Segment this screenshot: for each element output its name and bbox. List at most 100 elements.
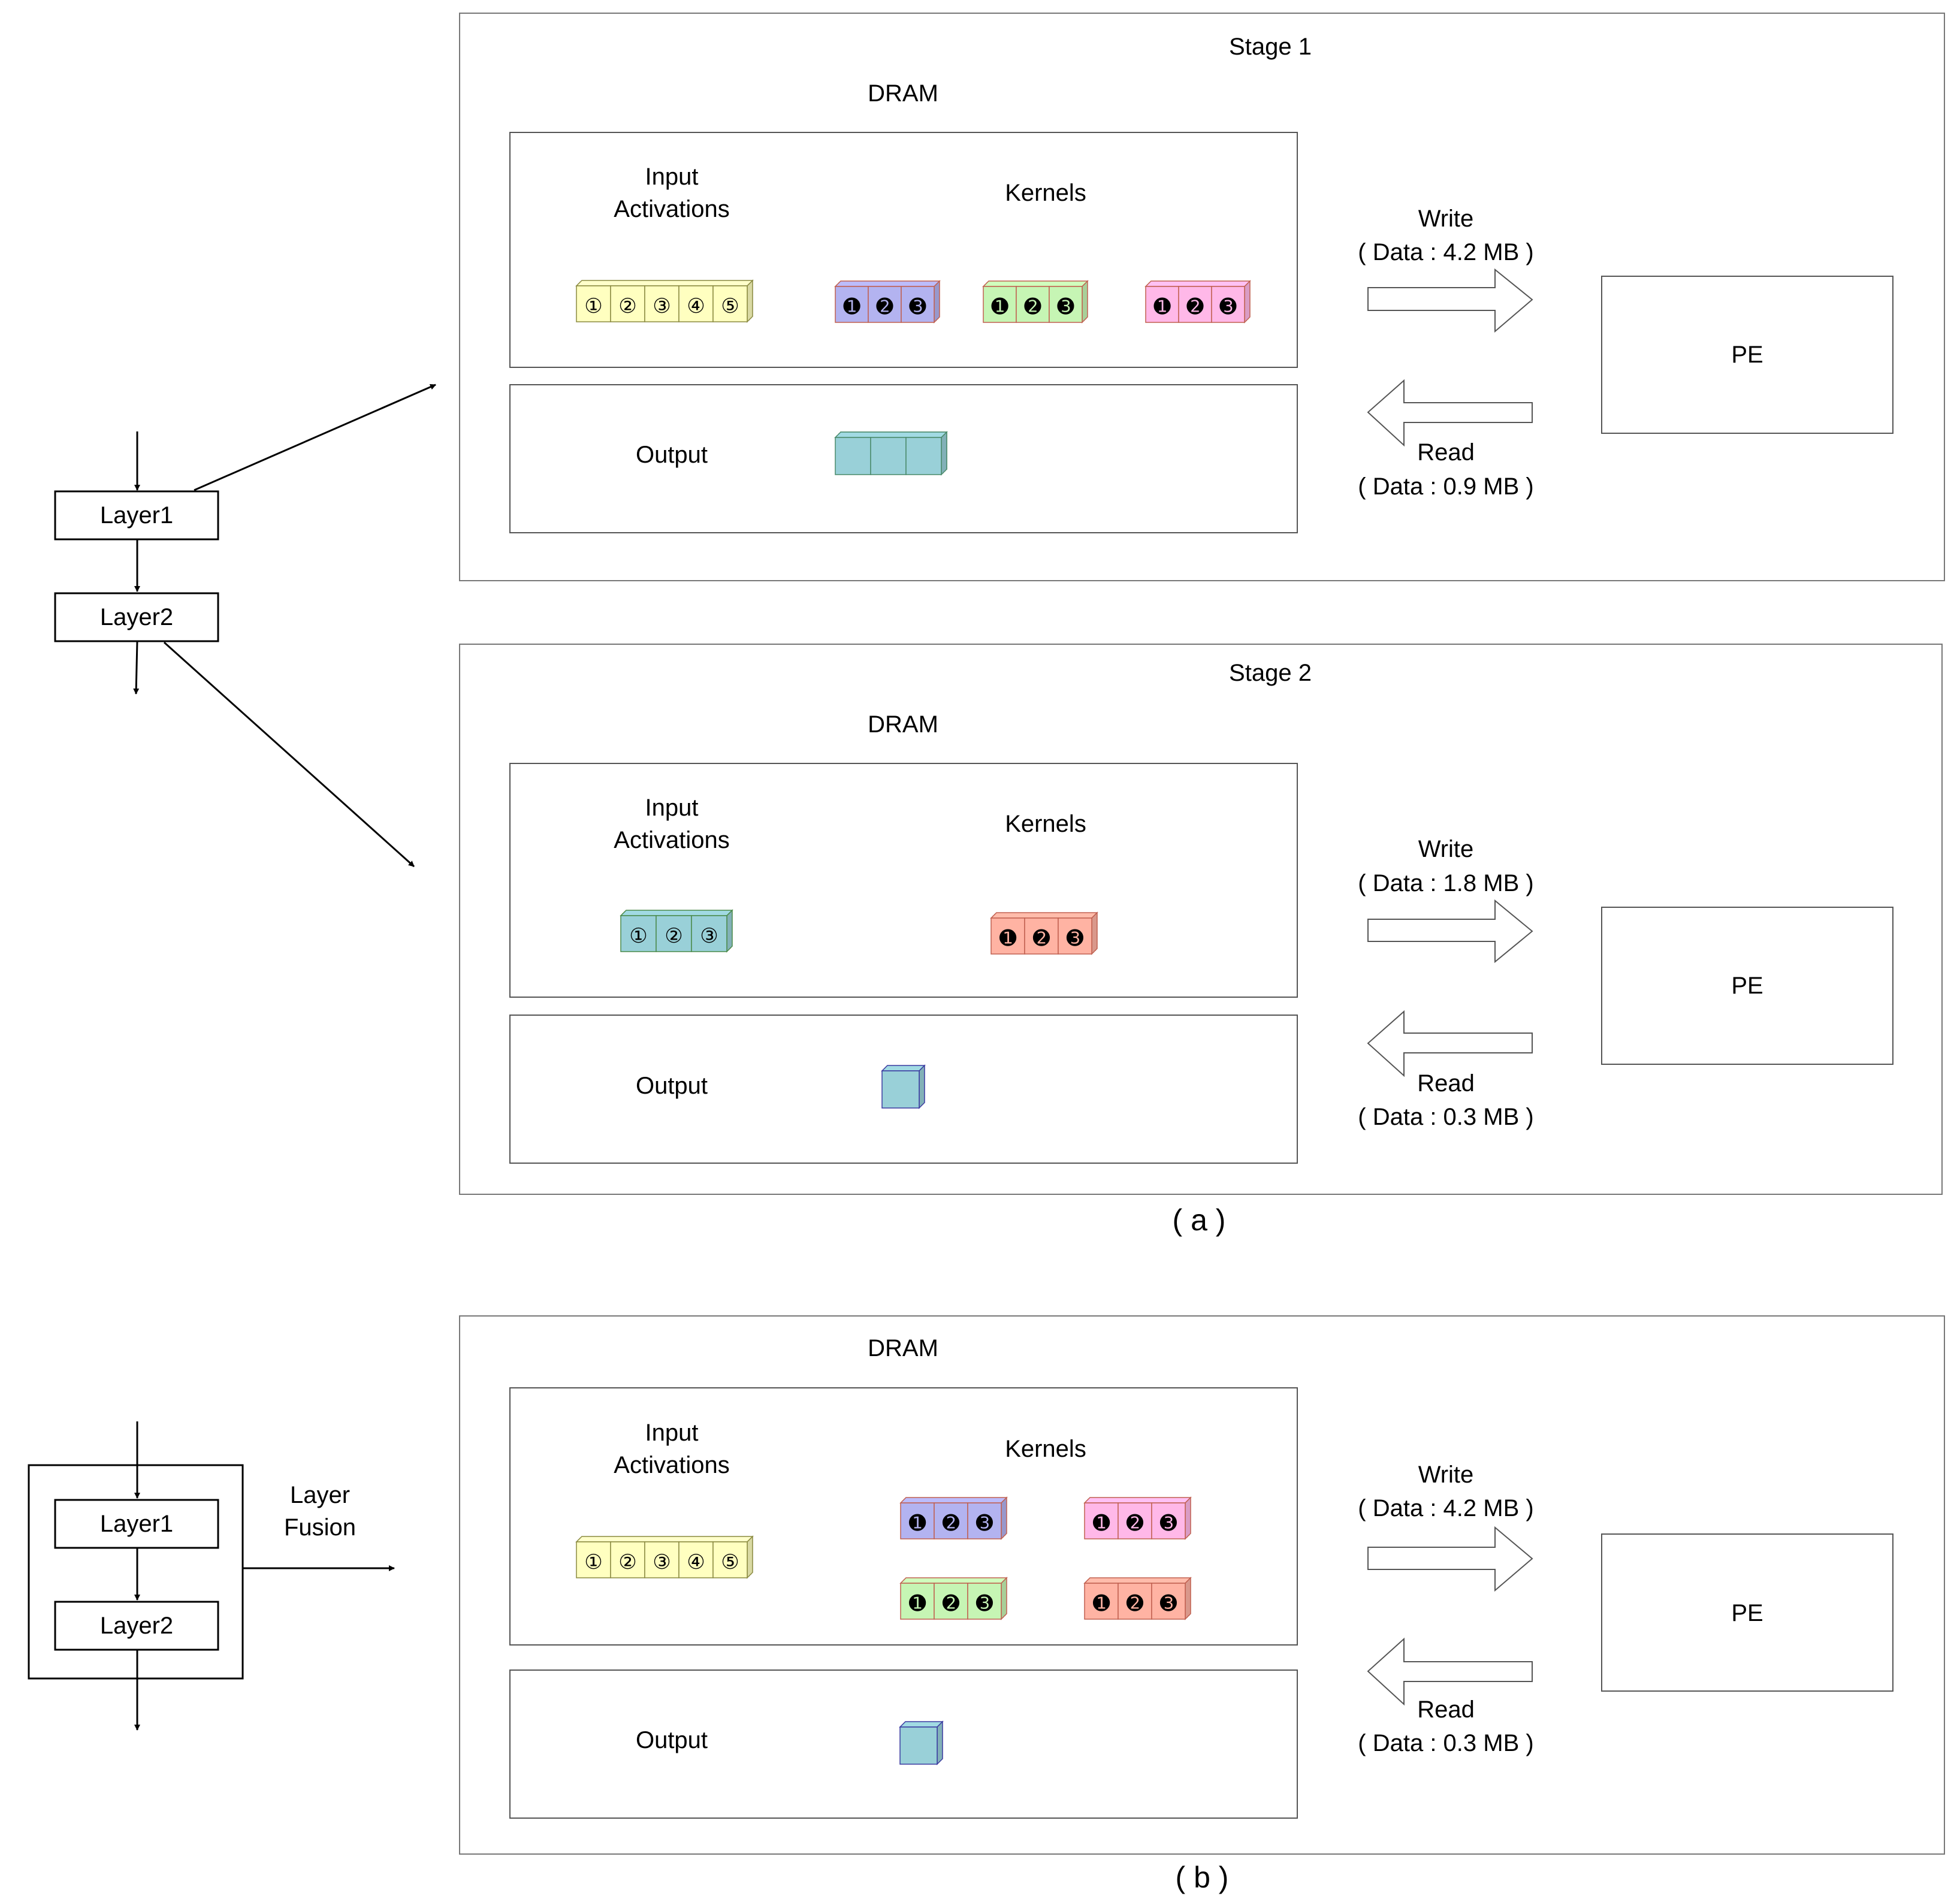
stage-1-kernels-label: Kernels (1005, 180, 1086, 206)
kernel-cube-strip-cell: ➌ (967, 1583, 1002, 1620)
input-cube-strip-cell: ③ (691, 915, 727, 952)
fusion-container (28, 1464, 244, 1680)
kernel-cube-strip-cell: ➋ (934, 1583, 968, 1620)
stage-2-frame (459, 644, 1943, 1195)
fused-write-arrow (1367, 1526, 1533, 1592)
kernel-cube-strip-index: ➋ (1186, 295, 1204, 318)
input-cube-strip-cell: ③ (644, 1541, 679, 1578)
kernel-cube-strip-index: ➌ (1219, 295, 1237, 318)
kernel-cube-strip-index: ➋ (1024, 295, 1041, 318)
stage-1-pe-label: PE (1731, 342, 1763, 368)
output-cube-strip-cell (835, 437, 871, 475)
stage-1-output-box (509, 384, 1298, 533)
output-cube-strip-cell (899, 1726, 938, 1765)
input-cube-strip-cell: ② (610, 285, 645, 322)
fused-frame (459, 1315, 1945, 1855)
kernel-cube-strip-index: ➊ (999, 927, 1017, 950)
fused-read-arrow (1367, 1637, 1533, 1706)
fused-write-data: ( Data : 4.2 MB ) (1358, 1495, 1533, 1521)
stage-2-write-data: ( Data : 1.8 MB ) (1358, 870, 1533, 896)
kernel-cube-strip-cell: ➋ (934, 1502, 968, 1539)
input-cube-strip-index: ③ (700, 925, 718, 947)
layer1-box (54, 490, 219, 541)
stage-2-read-arrow (1367, 1010, 1533, 1077)
kernel-cube-strip-index: ➋ (1127, 1592, 1144, 1615)
kernel-cube-strip-cell: ➊ (990, 917, 1025, 955)
caption-b: ( b ) (1176, 1861, 1229, 1894)
layer2-label: Layer2 (100, 604, 173, 630)
stage-2-panel: Stage 2 DRAM Input Activations Kernels ①… (459, 644, 1943, 1195)
fused-layer2-label: Layer2 (100, 1613, 173, 1639)
kernel-cube-strip-cell: ➌ (1058, 917, 1092, 955)
fused-layers-flow: Layer1 Layer2 Layer Fusion (28, 1421, 395, 1731)
fused-pe-label: PE (1731, 1600, 1763, 1626)
layer2-box (54, 592, 219, 642)
input-cube-strip-cell: ⑤ (712, 1541, 748, 1578)
stage-1-input-label-line1: Input (645, 164, 699, 190)
stage-1-dram-label: DRAM (868, 80, 938, 107)
kernel-cube-strip-cell: ➊ (1145, 286, 1179, 323)
kernel-cube-strip-cell: ➋ (868, 286, 902, 323)
input-cube-strip-index: ③ (653, 295, 671, 318)
input-cube-strip-cell: ④ (678, 285, 714, 322)
kernel-cube-strip-index: ➊ (1093, 1512, 1110, 1535)
kernel-cube-strip-index: ➋ (943, 1592, 960, 1615)
kernel-cube-strip-cell: ➌ (967, 1502, 1002, 1539)
stage-1-write-arrow (1367, 268, 1533, 333)
kernel-cube-strip-index: ➌ (1160, 1592, 1177, 1615)
kernel-cube-strip-cell: ➌ (901, 286, 935, 323)
kernel-cube-strip-index: ➊ (843, 295, 860, 318)
kernel-cube-strip-cell: ➊ (983, 286, 1017, 323)
stage-1-panel: Stage 1 DRAM Input Activations Kernels ①… (459, 13, 1945, 581)
kernel-cube-strip-index: ➋ (876, 295, 893, 318)
input-cube-strip-index: ④ (687, 1551, 705, 1574)
kernel-cube-strip-cell: ➋ (1118, 1502, 1152, 1539)
kernel-cube-strip-cell: ➋ (1016, 286, 1050, 323)
stage-2-write-label: Write (1418, 836, 1474, 862)
output-cube-strip-cell (905, 437, 942, 475)
stage-1-output-cubes (834, 431, 948, 476)
fused-pe-box (1601, 1533, 1893, 1692)
fusion-label-line2: Fusion (284, 1514, 356, 1541)
output-cube-strip (834, 431, 948, 476)
fused-read-label: Read (1417, 1696, 1475, 1723)
fused-dram-box (509, 1387, 1298, 1646)
kernel-cube-strip-index: ➋ (1127, 1512, 1144, 1535)
input-cube-strip-index: ② (618, 1551, 636, 1574)
stage-1-dram-box (509, 132, 1298, 368)
kernel-cube-strip-index: ➋ (943, 1512, 960, 1535)
fused-read-data: ( Data : 0.3 MB ) (1358, 1730, 1533, 1756)
input-cube-strip-cell: ② (610, 1541, 645, 1578)
input-cube-strip-cell: ⑤ (712, 285, 748, 322)
kernel-cube-strip-index: ➌ (1160, 1512, 1177, 1535)
kernel-cube-strip-index: ➊ (1153, 295, 1171, 318)
stage-2-output-cubes (881, 1064, 926, 1109)
input-cube-strip-index: ④ (687, 295, 705, 318)
stage-2-title: Stage 2 (1229, 660, 1312, 686)
output-cube-strip (899, 1720, 944, 1765)
stage-2-read-label: Read (1417, 1070, 1475, 1097)
fused-dram-label: DRAM (868, 1335, 938, 1361)
fused-output-label: Output (636, 1727, 708, 1753)
kernel-cube-strip-index: ➌ (1057, 295, 1074, 318)
fused-input-label-line2: Activations (614, 1452, 729, 1478)
fused-layer1-box (54, 1499, 219, 1549)
output-cube-strip (881, 1064, 926, 1109)
layer2-to-stage2-arrow (163, 641, 415, 868)
caption-a: ( a ) (1173, 1203, 1226, 1237)
input-cube-strip-index: ⑤ (721, 1551, 739, 1574)
kernel-cube-strip-cell: ➋ (1178, 286, 1212, 323)
stage-2-dram-label: DRAM (868, 711, 938, 738)
kernel-cube-strip-index: ➊ (909, 1512, 926, 1535)
input-cube-strip-cell: ① (576, 285, 611, 322)
